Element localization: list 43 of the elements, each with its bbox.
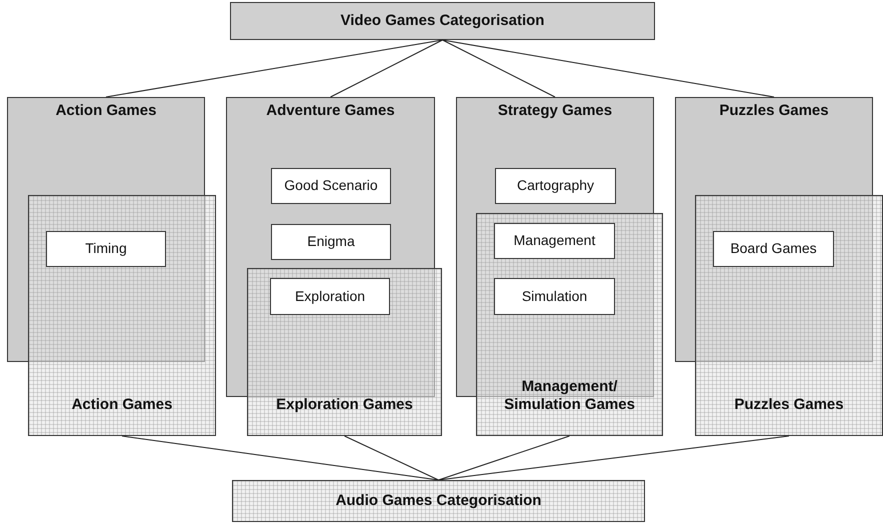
node-label: Adventure Games [266, 102, 395, 121]
feature-box [271, 224, 391, 260]
feature-box [713, 231, 834, 267]
feature-box [46, 231, 166, 267]
node-label: Cartography [516, 177, 596, 195]
node-label: Board Games [729, 240, 818, 258]
feature-box [271, 168, 391, 204]
node-label: Good Scenario [283, 177, 379, 195]
node-label: Puzzles Games [719, 102, 829, 121]
node-label: Simulation [520, 288, 588, 306]
node-label: Exploration Games [275, 396, 414, 415]
connector-line [122, 436, 439, 480]
node-label: Audio Games Categorisation [336, 490, 542, 511]
node-label: Management [512, 232, 596, 250]
connector-line [330, 40, 443, 98]
node-label: Action Games [56, 102, 156, 121]
node-label: Puzzles Games [733, 396, 845, 415]
category-panel [476, 213, 663, 436]
category-panel [226, 97, 435, 397]
feature-box [270, 278, 390, 315]
feature-box [495, 168, 616, 204]
connector-line [442, 40, 774, 98]
node-label: Management/ Simulation Games [503, 378, 636, 415]
category-box [232, 480, 645, 522]
node-label: Timing [84, 240, 128, 258]
category-panel [675, 97, 873, 362]
connector-line [438, 436, 570, 480]
category-panel [695, 195, 883, 436]
node-label: Strategy Games [498, 102, 612, 121]
node-label: Enigma [306, 233, 356, 251]
connector-line [106, 40, 443, 98]
node-label: Exploration [294, 288, 366, 306]
category-panel [247, 268, 442, 436]
feature-box [494, 278, 615, 315]
connector-line [442, 40, 556, 98]
category-box [230, 2, 655, 40]
node-label: Action Games [70, 396, 174, 415]
category-panel [7, 97, 205, 362]
connector-line [438, 436, 790, 480]
connector-line [344, 436, 439, 480]
category-panel [28, 195, 216, 436]
node-label: Video Games Categorisation [340, 10, 544, 31]
feature-box [494, 223, 615, 259]
